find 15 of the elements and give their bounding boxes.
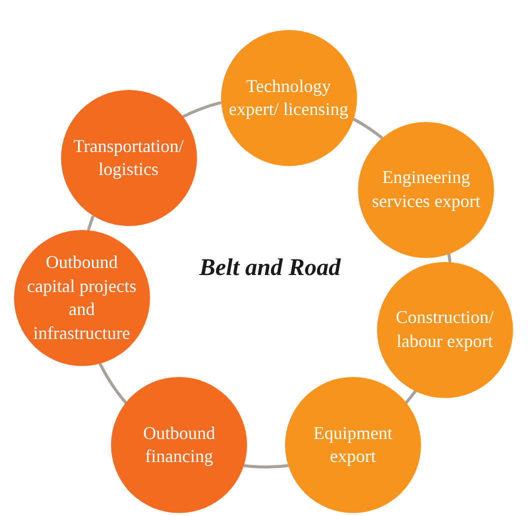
circle-label: Technology expert/ licensing [228,74,349,122]
circle-label: Engineering services export [371,166,482,213]
circle-label: Construction/ labour export [394,306,495,353]
circle-label: Outbound financing [142,422,216,468]
circle-label: Transportation/ logistics [72,134,185,182]
connector-arc [404,390,417,404]
connector-arc [244,464,288,468]
connector-arc [447,253,452,263]
connector-arc [352,117,384,140]
connector-arc [98,362,128,404]
connector-arc [182,101,222,118]
connector-arc [86,215,95,232]
circle-label: Equipment export [312,422,394,468]
diagram-title: Belt and Road [198,255,342,282]
circle-label: Outbound capital projects and infrastructure [26,251,138,344]
